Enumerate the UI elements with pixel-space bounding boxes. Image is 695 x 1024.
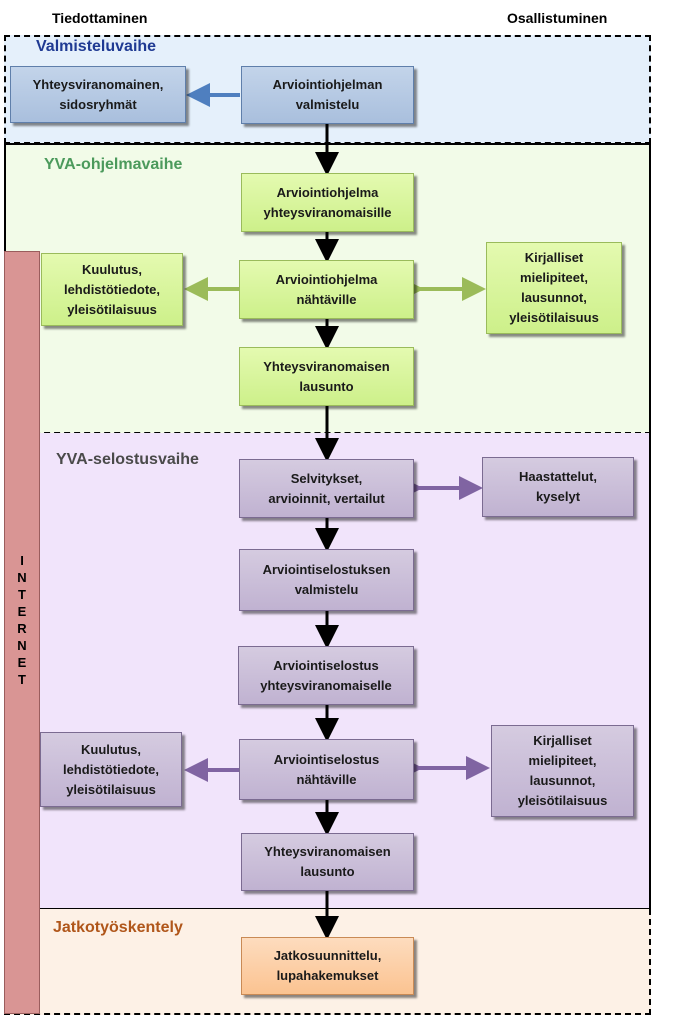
box-arviointiohjelman-valmistelu: Arviointiohjelman valmistelu [241,66,414,124]
box-yhteysviranomaisen-lausunto-selostus: Yhteysviranomaisen lausunto [241,833,414,891]
box-selvitykset: Selvitykset, arvioinnit, vertailut [239,459,414,518]
box-yhteysviranomaisen-lausunto-ohjelma: Yhteysviranomaisen lausunto [239,347,414,406]
box-kuulutus-ohjelma: Kuulutus, lehdistötiedote, yleisötilaisu… [41,253,183,326]
box-arviointiselostuksen-valmistelu: Arviointiselostuksen valmistelu [239,549,414,611]
box-kirjalliset-ohjelma: Kirjalliset mielipiteet, lausunnot, ylei… [486,242,622,334]
box-jatkosuunnittelu: Jatkosuunnittelu, lupahakemukset [241,937,414,995]
internet-label: I N T E R N E T [17,553,27,687]
phase-title-ohjelma: YVA-ohjelmavaihe [44,156,183,173]
phase-title-jatko: Jatkotyöskentely [53,919,183,936]
box-arviointiselostus-yhteysviranomaiselle: Arviointiselostus yhteysviranomaiselle [238,646,414,705]
box-yhteysviranomainen-sidosryhmat: Yhteysviranomainen, sidosryhmät [10,66,186,123]
header-tiedottaminen: Tiedottaminen [52,10,148,26]
box-arviointiohjelma-yhteysviranomaisille: Arviointiohjelma yhteysviranomaisille [241,173,414,232]
phase-title-selostus: YVA-selostusvaihe [56,451,199,468]
internet-bar: I N T E R N E T [4,251,40,1014]
box-kuulutus-selostus: Kuulutus, lehdistötiedote, yleisötilaisu… [40,732,182,807]
box-haastattelut: Haastattelut, kyselyt [482,457,634,517]
phase-title-valmistelu: Valmisteluvaihe [36,38,157,55]
box-arviointiselostus-nahtaville: Arviointiselostus nähtäville [239,739,414,800]
box-arviointiohjelma-nahtaville: Arviointiohjelma nähtäville [239,260,414,319]
header-osallistuminen: Osallistuminen [507,10,608,26]
box-kirjalliset-selostus: Kirjalliset mielipiteet, lausunnot, ylei… [491,725,634,817]
